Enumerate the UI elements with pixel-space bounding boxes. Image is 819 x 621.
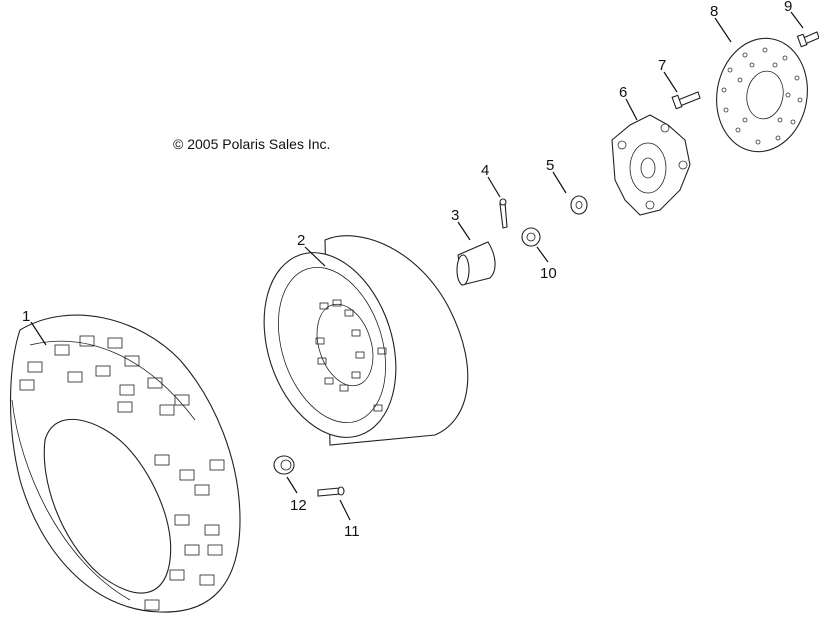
- disc-bolt-part: [796, 31, 819, 48]
- callout-3: 3: [451, 207, 459, 224]
- leader-line-1: [30, 321, 47, 346]
- leader-line-6: [625, 98, 638, 121]
- cotter-pin-part: [499, 198, 508, 229]
- callout-5: 5: [546, 157, 554, 174]
- cap-part: [456, 241, 496, 286]
- callout-7: 7: [658, 57, 666, 74]
- tire-part: [9, 314, 241, 613]
- leader-line-3: [457, 221, 471, 241]
- callout-12: 12: [290, 497, 307, 514]
- callout-4: 4: [481, 162, 489, 179]
- callout-10: 10: [540, 265, 557, 282]
- callout-2: 2: [297, 232, 305, 249]
- callout-numbers: 1 2 3 4 5 6 7 8 9 10 11 12: [22, 0, 792, 540]
- callout-9: 9: [784, 0, 792, 15]
- leader-line-7: [663, 71, 678, 93]
- leader-line-9: [790, 11, 804, 29]
- leader-lines: [30, 11, 804, 521]
- leader-line-8: [714, 17, 732, 43]
- callout-8: 8: [710, 3, 718, 20]
- callout-1: 1: [22, 308, 30, 325]
- leader-line-12: [286, 476, 298, 494]
- copyright-notice: © 2005 Polaris Sales Inc.: [173, 136, 331, 152]
- lug-nut-part: [273, 455, 295, 475]
- brake-disc-part: [716, 37, 808, 153]
- washer-part: [570, 195, 588, 215]
- callout-11: 11: [344, 523, 360, 540]
- leader-line-10: [536, 246, 549, 263]
- leader-line-5: [552, 171, 567, 194]
- wheel-stud-part: [317, 486, 345, 497]
- leader-line-2: [304, 246, 326, 267]
- hub-part: [611, 114, 691, 216]
- leader-line-11: [339, 499, 351, 521]
- castle-nut-part: [521, 227, 541, 247]
- hub-bolt-part: [671, 91, 701, 110]
- wheel-rim-part: [263, 235, 469, 446]
- callout-6: 6: [619, 84, 627, 101]
- leader-line-4: [487, 176, 501, 198]
